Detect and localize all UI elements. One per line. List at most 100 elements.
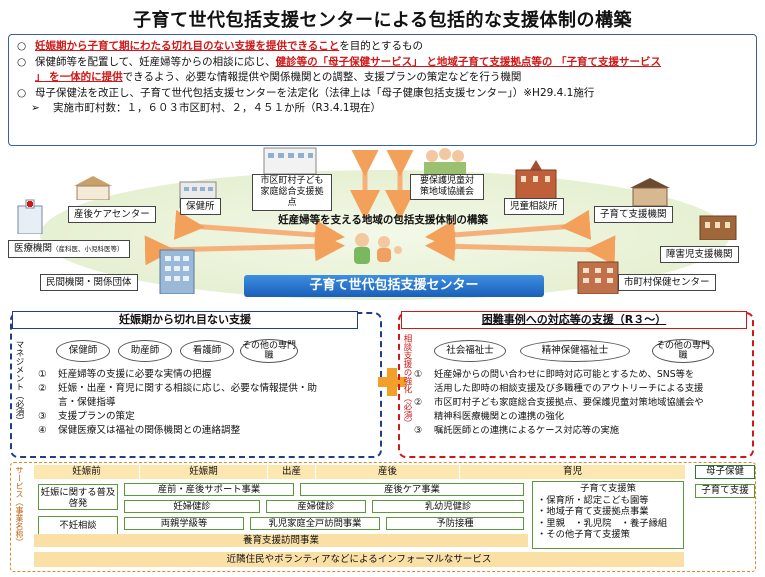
seamless-support-list: ① 妊産婦等の支援に必要な実情の把握 ② 妊娠・出産・育児に関する相談に応じ、必要な… — [38, 368, 378, 438]
list-text: 妊娠・出産・育児に関する相談に応じ、必要な情報提供・助 — [58, 383, 318, 394]
svc-pre-postnatal-support: 産前・産後サポート事業 — [124, 483, 294, 496]
intro-text-2: 保健師等を配置して、妊産婦等からの相談に応じ、 — [35, 55, 276, 68]
network-arrows — [144, 150, 616, 266]
pill-midwife: 助産師 — [118, 340, 172, 362]
municipal-health-center-icon — [577, 261, 619, 294]
list-num: ① — [38, 369, 47, 380]
list-text: 保健医療又は福祉の関係機関との連絡調整 — [58, 425, 241, 436]
services-label: サービス（事業名称） — [15, 466, 24, 546]
svc-postpartum-checkup: 産婦健診 — [266, 500, 366, 513]
management-label: マネジメント（必須） — [14, 340, 24, 425]
node-child-support-agency: 子育て支援機関 — [594, 206, 673, 223]
intro-line-1: ○ 妊娠期から子育て期にわたる切れ目のない支援を提供できることを目的とするもの — [17, 39, 748, 55]
svc-child-support-item: ・その他子育て支援策 — [537, 529, 630, 540]
svc-infant-checkup: 乳幼児健診 — [372, 500, 524, 513]
list-text: 嘱託医師との連携によるケース対応等の実施 — [434, 425, 620, 436]
plus-icon — [378, 368, 406, 396]
list-text: 精神科医療機関との連携の強化 — [434, 411, 565, 422]
svc-child-support-item: ・里親 ・乳児院 ・養子縁組 — [537, 517, 668, 529]
list-item: ④ 保健医療又は福祉の関係機関との連絡調整 — [38, 424, 378, 438]
list-item: ② 妊娠・出産・育児に関する相談に応じ、必要な情報提供・助 — [38, 382, 378, 396]
svc-prenatal-checkup: 妊婦健診 — [124, 500, 260, 513]
tag-maternal-health: 母子保健 — [695, 465, 755, 479]
node-disability-support-agency: 障害児支援機関 — [660, 246, 739, 263]
intro-line-3: 」 を一体的に提供できるよう、必要な情報提供や関係機関との調整、支援プランの策定… — [17, 70, 748, 86]
list-num: ③ — [38, 411, 47, 422]
intro-line-4: ○ 母子保健法を改正し、子育て世代包括支援センターを法定化（法律上は「母子健康包… — [17, 86, 748, 102]
list-text: 妊産婦からの問い合わせに即時対応可能とするため、SNS等を — [434, 369, 695, 380]
svc-infertility-consultation: 不妊相談 — [38, 516, 118, 536]
list-num: ② — [38, 383, 47, 394]
svc-child-support-title: 子育て支援策 — [580, 483, 636, 494]
list-text: 妊産婦等の支援に必要な実情の把握 — [58, 369, 212, 380]
consultation-strengthening-label: 相談支援の強化（必須） — [402, 334, 412, 428]
private-institution-icon — [159, 249, 195, 294]
intro-text-3: できるよう、必要な情報提供や関係機関との調整、支援プランの策定などを行う機関 — [122, 71, 522, 83]
services-frame — [10, 462, 756, 572]
bullet-circle: ○ — [17, 55, 27, 68]
svc-parenting-class: 両親学級等 — [124, 517, 244, 530]
list-item: 活用した即時の相談支援及び多職種でのアウトリーチによる支援 — [414, 382, 752, 396]
list-num: ④ — [38, 425, 47, 436]
intro-line-2: ○ 保健師等を配置して、妊産婦等からの相談に応じ、健診等の「母子保健サービス」 … — [17, 55, 748, 71]
node-municipal-health-center: 市町村保健センター — [618, 274, 716, 291]
node-private-institutions: 民間機関・関係団体 — [40, 274, 138, 291]
list-text: 支援プランの策定 — [58, 411, 135, 422]
stage-childrearing: 育児 — [460, 465, 686, 479]
list-item: 言・保健指導 — [38, 396, 378, 410]
list-text: 市区町村子ども家庭総合支援拠点、要保護児童対策地域協議会や — [434, 397, 704, 408]
council-icon — [424, 148, 466, 174]
pill-nurse: 看護師 — [180, 340, 234, 362]
pill-psychiatric-social-worker: 精神保健福祉士 — [520, 340, 630, 362]
list-num: ② — [414, 397, 423, 408]
node-health-center: 保健所 — [180, 198, 221, 215]
list-item: ③ 嘱託医師との連携によるケース対応等の実施 — [414, 424, 752, 438]
parent-child-illustration — [354, 233, 402, 264]
support-network-diagram: 産後ケアセンター 保健所 市区町村子ども家庭総合支援拠点 要保護児童対策地域協議… — [0, 147, 765, 300]
network-caption: 妊産婦等を支える地域の包括支援体制の構築 — [278, 214, 488, 226]
pill-other-specialists: その他の専門職 — [240, 339, 298, 363]
node-postpartum-care-center: 産後ケアセンター — [68, 206, 156, 223]
list-num: ① — [414, 369, 423, 380]
stage-birth: 出産 — [268, 465, 316, 479]
svc-child-support-item: ・保育所・認定こども園等 — [537, 494, 649, 506]
intro-box: ○ 妊娠期から子育て期にわたる切れ目のない支援を提供できることを目的とするもの … — [8, 34, 757, 146]
svc-informal-services: 近隣住民やボランティアなどによるインフォーマルなサービス — [34, 552, 684, 567]
node-child-guidance-center: 児童相談所 — [504, 198, 564, 215]
list-item: ① 妊産婦等の支援に必要な実情の把握 — [38, 368, 378, 382]
list-item: 精神科医療機関との連携の強化 — [414, 410, 752, 424]
pill-public-health-nurse: 保健師 — [56, 340, 110, 362]
svc-vaccination: 予防接種 — [386, 517, 524, 530]
difficult-case-header: 困難事例への対応等の支援（R３～） — [401, 311, 747, 329]
child-guidance-center-icon — [515, 160, 557, 200]
node-child-family-support-hub: 市区町村子ども家庭総合支援拠点 — [252, 174, 332, 211]
pill-other-specialists-right: その他の専門職 — [652, 339, 714, 363]
hospital-icon — [17, 199, 43, 234]
stage-pre-pregnancy: 妊娠前 — [34, 465, 140, 479]
stage-postpartum: 産後 — [316, 465, 460, 479]
list-text: 活用した即時の相談支援及び多職種でのアウトリーチによる支援 — [434, 383, 704, 394]
disability-support-agency-icon — [699, 215, 737, 240]
node-protection-council: 要保護児童対策地域協議会 — [410, 174, 484, 200]
bullet-circle: ○ — [17, 86, 27, 99]
list-item: ③ 支援プランの策定 — [38, 410, 378, 424]
svc-child-support-item: ・地域子育て支援拠点事業 — [537, 506, 649, 517]
care-center-icon — [74, 176, 112, 200]
node-medical-label: 医療機関 — [14, 243, 53, 254]
svc-pregnancy-awareness: 妊娠に関する普及啓発 — [38, 484, 118, 510]
intro-text-4: 母子保健法を改正し、子育て世代包括支援センターを法定化（法律上は「母子健康包括支… — [35, 86, 595, 99]
seamless-support-header: 妊娠期から切れ目ない支援 — [12, 311, 358, 329]
intro-line-5: ➢ 実施市町村数：１，６０３市区町村、２，４５１か所（R3.4.1現在） — [17, 101, 748, 117]
intro-text-1: を目的とするもの — [339, 40, 423, 52]
list-item: ① 妊産婦からの問い合わせに即時対応可能とするため、SNS等を — [414, 368, 752, 382]
list-text: 言・保健指導 — [58, 397, 116, 408]
arrow-bullet-icon: ➢ — [31, 102, 40, 114]
child-family-support-hub-icon — [263, 147, 317, 174]
child-support-agency-icon — [630, 178, 670, 206]
bullet-circle: ○ — [17, 40, 27, 52]
page-title: 子育て世代包括支援センターによる包括的な支援体制の構築 — [133, 10, 632, 31]
list-num: ③ — [414, 425, 423, 436]
node-medical-note: （産科医、小児科医等） — [52, 245, 124, 253]
svc-infant-home-visit: 乳児家庭全戸訪問事業 — [250, 517, 380, 530]
stage-pregnancy: 妊娠期 — [140, 465, 268, 479]
